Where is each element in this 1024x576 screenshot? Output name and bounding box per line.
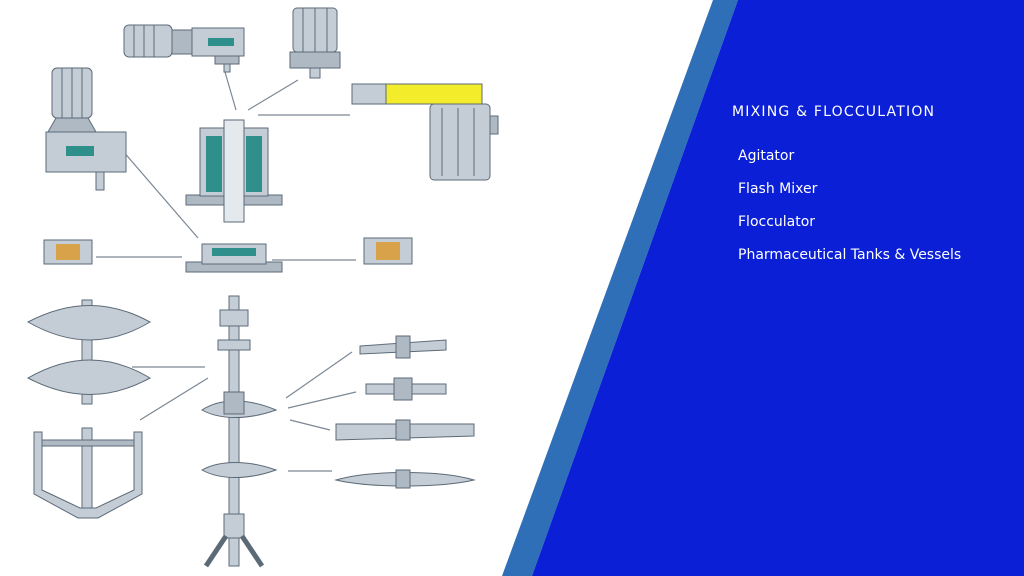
product-list: Agitator Flash Mixer Flocculator Pharmac… [738,146,961,278]
curved-blade-impeller-icon [335,419,475,441]
slide-title: MIXING & FLOCCULATION [732,104,936,120]
bracket-motor-icon [351,83,499,181]
right-bearing-icon [363,237,413,265]
bearing-housing-icon [185,119,283,223]
leader-lines [96,71,357,472]
vertical-motor-icon [289,7,341,79]
accent-stripe [502,0,738,576]
steady-bearing-stand-icon [203,513,265,568]
helical-ribbon-impeller-icon [26,299,152,405]
anchor-impeller-icon [33,427,143,519]
list-item-flocculator[interactable]: Flocculator [738,214,816,230]
rushton-turbine-icon [365,377,447,401]
list-item-pharmaceutical-tanks[interactable]: Pharmaceutical Tanks & Vessels [738,247,962,263]
left-bearing-icon [43,239,93,265]
list-item-flash-mixer[interactable]: Flash Mixer [738,181,818,197]
center-shaft [228,295,240,567]
shaft-collars-icon [217,309,251,351]
pitched-blade-turbine-icon [359,335,447,359]
list-item-agitator[interactable]: Agitator [738,148,795,164]
blue-panel [532,0,1024,576]
coupling-icon [185,243,283,273]
hydrofoil-impeller-icon [200,391,278,478]
gear-motor-icon [123,24,245,73]
hydrofoil-blade-icon [334,469,476,489]
right-angle-gear-motor-icon [45,67,127,191]
